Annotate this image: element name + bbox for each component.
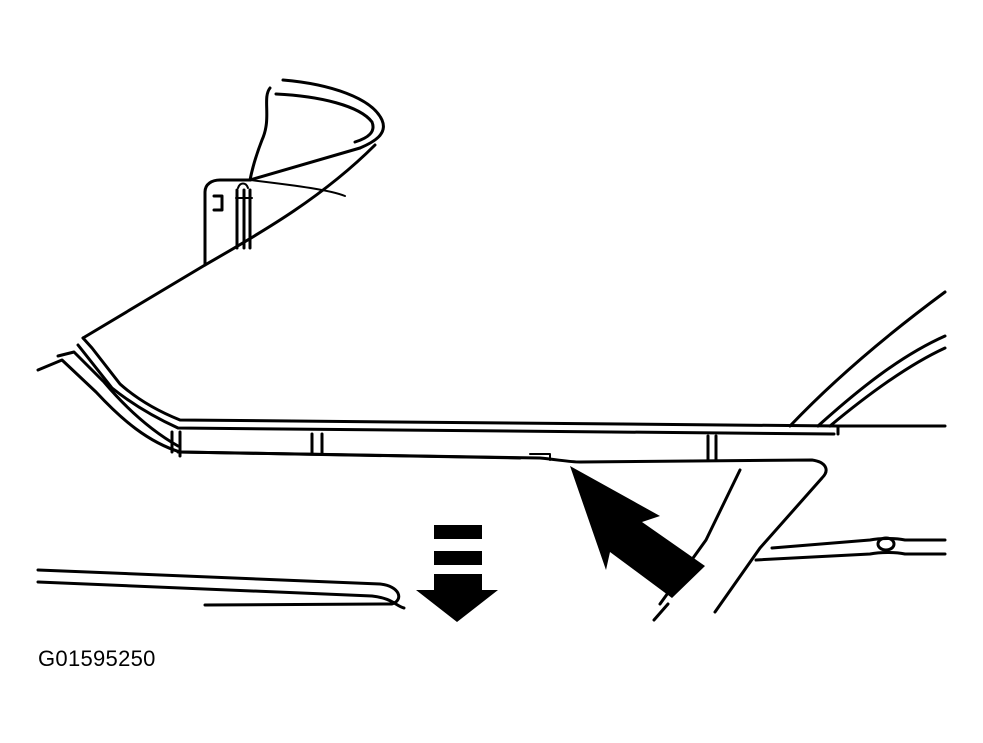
hinge-bracket [203,178,253,267]
sill-rail [36,336,840,460]
detached-trim-strip [36,568,406,610]
roof-pillar [788,290,947,428]
dashed-down-arrow-icon [416,525,498,622]
lower-body-line [176,450,828,622]
diagonal-pointer-arrow-icon [570,466,705,598]
panel-diagonal-edge [81,143,377,340]
curled-trim-top [248,78,385,197]
lower-right-rail [754,536,947,562]
figure-code: G01595250 [38,646,156,671]
